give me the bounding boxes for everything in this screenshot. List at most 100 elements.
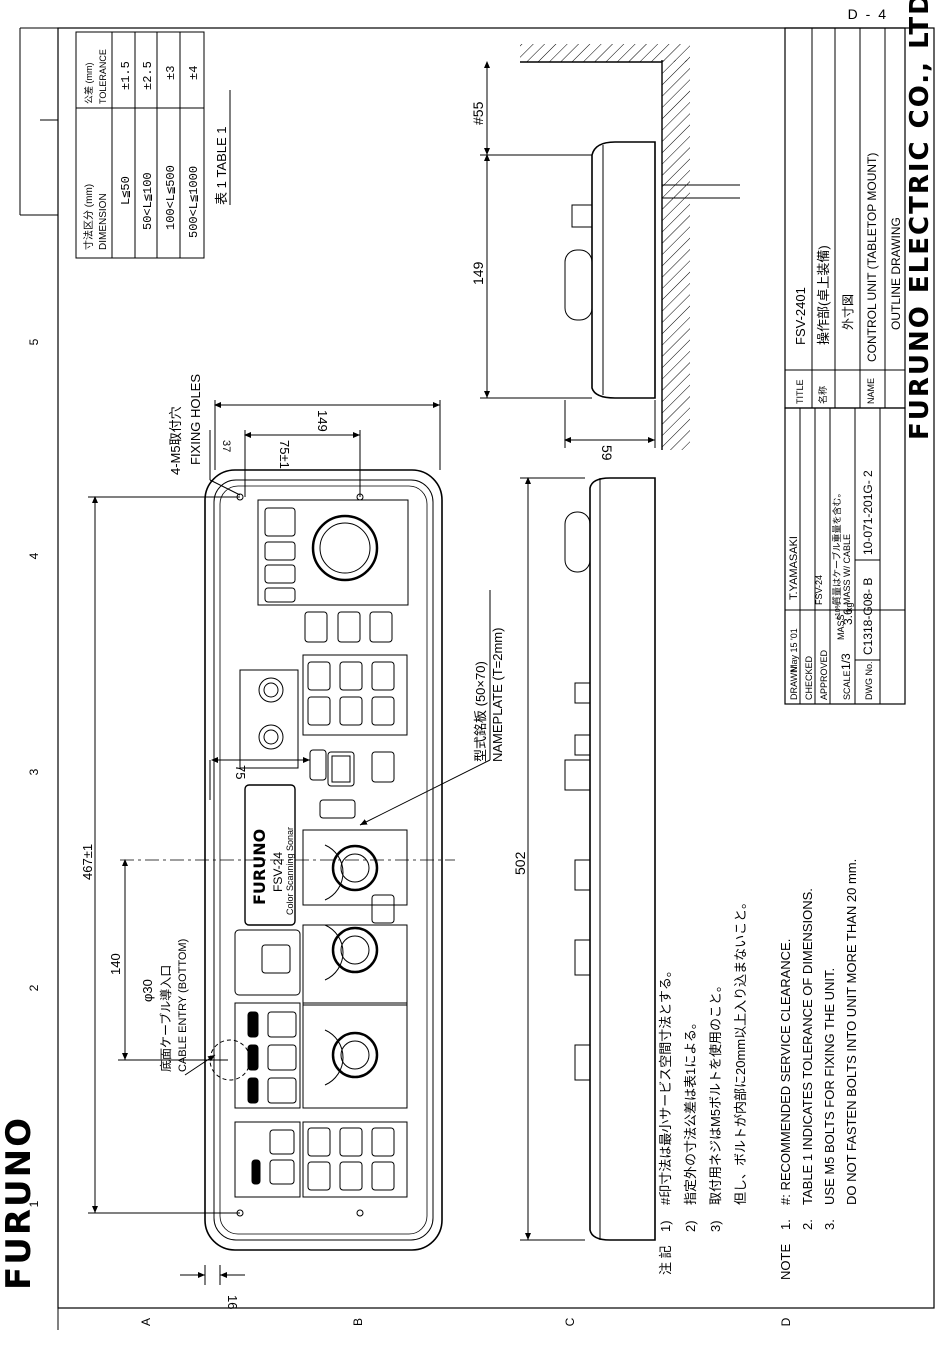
mass-note-model: FSV-24: [814, 575, 824, 605]
zone-letter: B: [351, 1318, 365, 1326]
dim-side-depth: 149: [470, 261, 486, 285]
notes-jp: 注 記 1) #印寸法は最小サービス空間寸法とする。 2) 指定外の寸法公差は表…: [658, 896, 748, 1275]
side-view-long: [520, 477, 656, 1241]
panel-nameplate: FURUNO FSV-24 Color Scanning Sonar: [250, 827, 295, 915]
name-jp: 操作部(卓上装備): [816, 245, 831, 345]
front-dimensions: [88, 400, 491, 1285]
dim-side-height: 59: [599, 445, 615, 461]
zone-number: 1: [27, 1200, 41, 1207]
scale-value: 1/3: [839, 653, 853, 670]
title-label: TITLE: [795, 379, 805, 404]
table-cell: 100<L≦500: [164, 165, 178, 230]
dim-service-clearance: #55: [470, 101, 486, 125]
mass-unit: kg: [844, 602, 854, 612]
zone-number: 5: [27, 338, 41, 345]
note-number: 3.: [822, 1219, 837, 1230]
note-text: 取付用ネジはM5ボルトを使用のこと。: [708, 979, 723, 1205]
dim-panel-height: 149: [315, 410, 330, 432]
zone-letter: C: [563, 1317, 577, 1326]
nameplate-callout-jp: 型式銘板 (50×70): [473, 661, 488, 762]
dim-edge-offset: 16: [225, 1295, 240, 1309]
mass-label: MASS: [836, 614, 846, 640]
table-cell: ±1.5: [119, 61, 133, 90]
page-code: D - 4: [847, 6, 888, 22]
company-name: FURUNO ELECTRIC CO., LTD.: [905, 0, 935, 440]
note-number: 2.: [800, 1219, 815, 1230]
drawing-border: [19, 27, 935, 1330]
table-caption: 表 1 TABLE 1: [214, 126, 229, 205]
note-text: DO NOT FASTEN BOLTS INTO UNIT MORE THAN …: [844, 859, 859, 1205]
table-cell: ±2.5: [141, 61, 155, 90]
side-view-mounted: [480, 44, 740, 450]
table-cell: L≦50: [119, 176, 133, 205]
mass-note-jp: 質量はケーブル重量を含む。: [831, 489, 842, 605]
nameplate-callout-en: NAMEPLATE (T=2mm): [490, 628, 505, 762]
nameplate-subtitle: Color Scanning Sonar: [285, 827, 295, 915]
note-text: TABLE 1 INDICATES TOLERANCE OF DIMENSION…: [800, 888, 815, 1205]
note-text: #: RECOMMENDED SERVICE CLEARANCE.: [778, 939, 793, 1205]
name-jp-label: 名称: [817, 386, 828, 404]
dim-cable-offset: 140: [108, 953, 123, 975]
notes-en: NOTE 1. #: RECOMMENDED SERVICE CLEARANCE…: [778, 859, 859, 1280]
dwg-label: DWG No.: [864, 661, 874, 700]
table-cell: 500<L≦1000: [187, 166, 201, 238]
name-en: CONTROL UNIT (TABLETOP MOUNT): [865, 153, 879, 362]
checked-label: CHECKED: [804, 655, 814, 700]
note-number: 1.: [778, 1219, 793, 1230]
cable-entry-jp: 底面ケーブル導入口: [158, 965, 173, 1072]
table-header: TOLERANCE: [98, 49, 108, 104]
note-text: #印寸法は最小サービス空間寸法とする。: [658, 964, 673, 1205]
zone-number: 4: [27, 552, 41, 559]
front-dimension-labels: 467±1 16 140 149 75±1 37 75: [80, 410, 330, 1309]
fixing-holes-jp: 4-M5取付穴: [168, 406, 183, 475]
dim-nameplate-pos: 75: [233, 765, 248, 779]
note-number: 3): [708, 1220, 723, 1232]
dwg-number: C1318-G08- B: [861, 578, 875, 655]
title-block: [784, 27, 906, 705]
table-cell: ±4: [187, 66, 201, 80]
dim-hole-edge: 37: [220, 440, 232, 452]
notes-en-heading: NOTE: [778, 1244, 793, 1280]
note-text: 但し、ボルトが内部に20mm以上入り込まないこと。: [733, 896, 748, 1205]
note-text: USE M5 BOLTS FOR FIXING THE UNIT.: [822, 968, 837, 1205]
note-number: 1): [658, 1220, 673, 1232]
mounted-dimension-labels: #55 149 59: [470, 101, 615, 460]
drawn-date: May 15 '01: [789, 628, 799, 672]
scale-label: SCALE: [842, 670, 852, 700]
table-header: DIMENSION: [98, 193, 109, 250]
table-header: 寸法区分 (mm): [82, 184, 95, 250]
approved-label: APPROVED: [819, 649, 829, 700]
ref-number: 10-071-201G- 2: [861, 470, 875, 555]
name-label: NAME: [866, 378, 876, 404]
name-en-2: OUTLINE DRAWING: [889, 217, 903, 330]
title-model: FSV-2401: [793, 287, 808, 345]
table-cell: 50<L≦100: [141, 172, 155, 230]
dim-length-side: 502: [512, 851, 528, 875]
cable-entry-en: CABLE ENTRY (BOTTOM): [177, 939, 189, 1072]
dim-width-overall: 467±1: [80, 844, 95, 880]
cable-size: φ30: [140, 979, 155, 1002]
table-header: 公差 (mm): [83, 63, 94, 105]
notes-jp-heading: 注 記: [658, 1245, 673, 1275]
dim-hole-pitch: 75±1: [277, 440, 292, 469]
nameplate-model: FSV-24: [271, 852, 285, 892]
tolerance-table: 寸法区分 (mm) DIMENSION 公差 (mm) TOLERANCE L≦…: [75, 31, 231, 259]
mass-note-en: MASS W/ CABLE: [842, 534, 852, 605]
mass-value: 3.6: [841, 608, 855, 625]
border-zone-numbers: 1 2 3 4 5 A B C D: [27, 338, 793, 1326]
fixing-holes-en: FIXING HOLES: [188, 374, 203, 465]
front-view: [120, 469, 455, 1251]
nameplate-brand: FURUNO: [250, 829, 269, 905]
table-cell: ±3: [164, 66, 178, 80]
zone-number: 2: [27, 984, 41, 991]
brand-logo: FURUNO: [0, 1116, 39, 1290]
zone-letter: A: [139, 1318, 153, 1326]
zone-letter: D: [779, 1317, 793, 1326]
title-block-text: DRAWN May 15 '01 T.YAMASAKI CHECKED APPR…: [788, 153, 903, 700]
zone-number: 3: [27, 768, 41, 775]
drawn-name: T.YAMASAKI: [788, 536, 800, 600]
front-callouts: 4-M5取付穴 FIXING HOLES 型式銘板 (50×70) NAMEPL…: [140, 374, 505, 1072]
drawn-label: DRAWN: [789, 666, 799, 700]
